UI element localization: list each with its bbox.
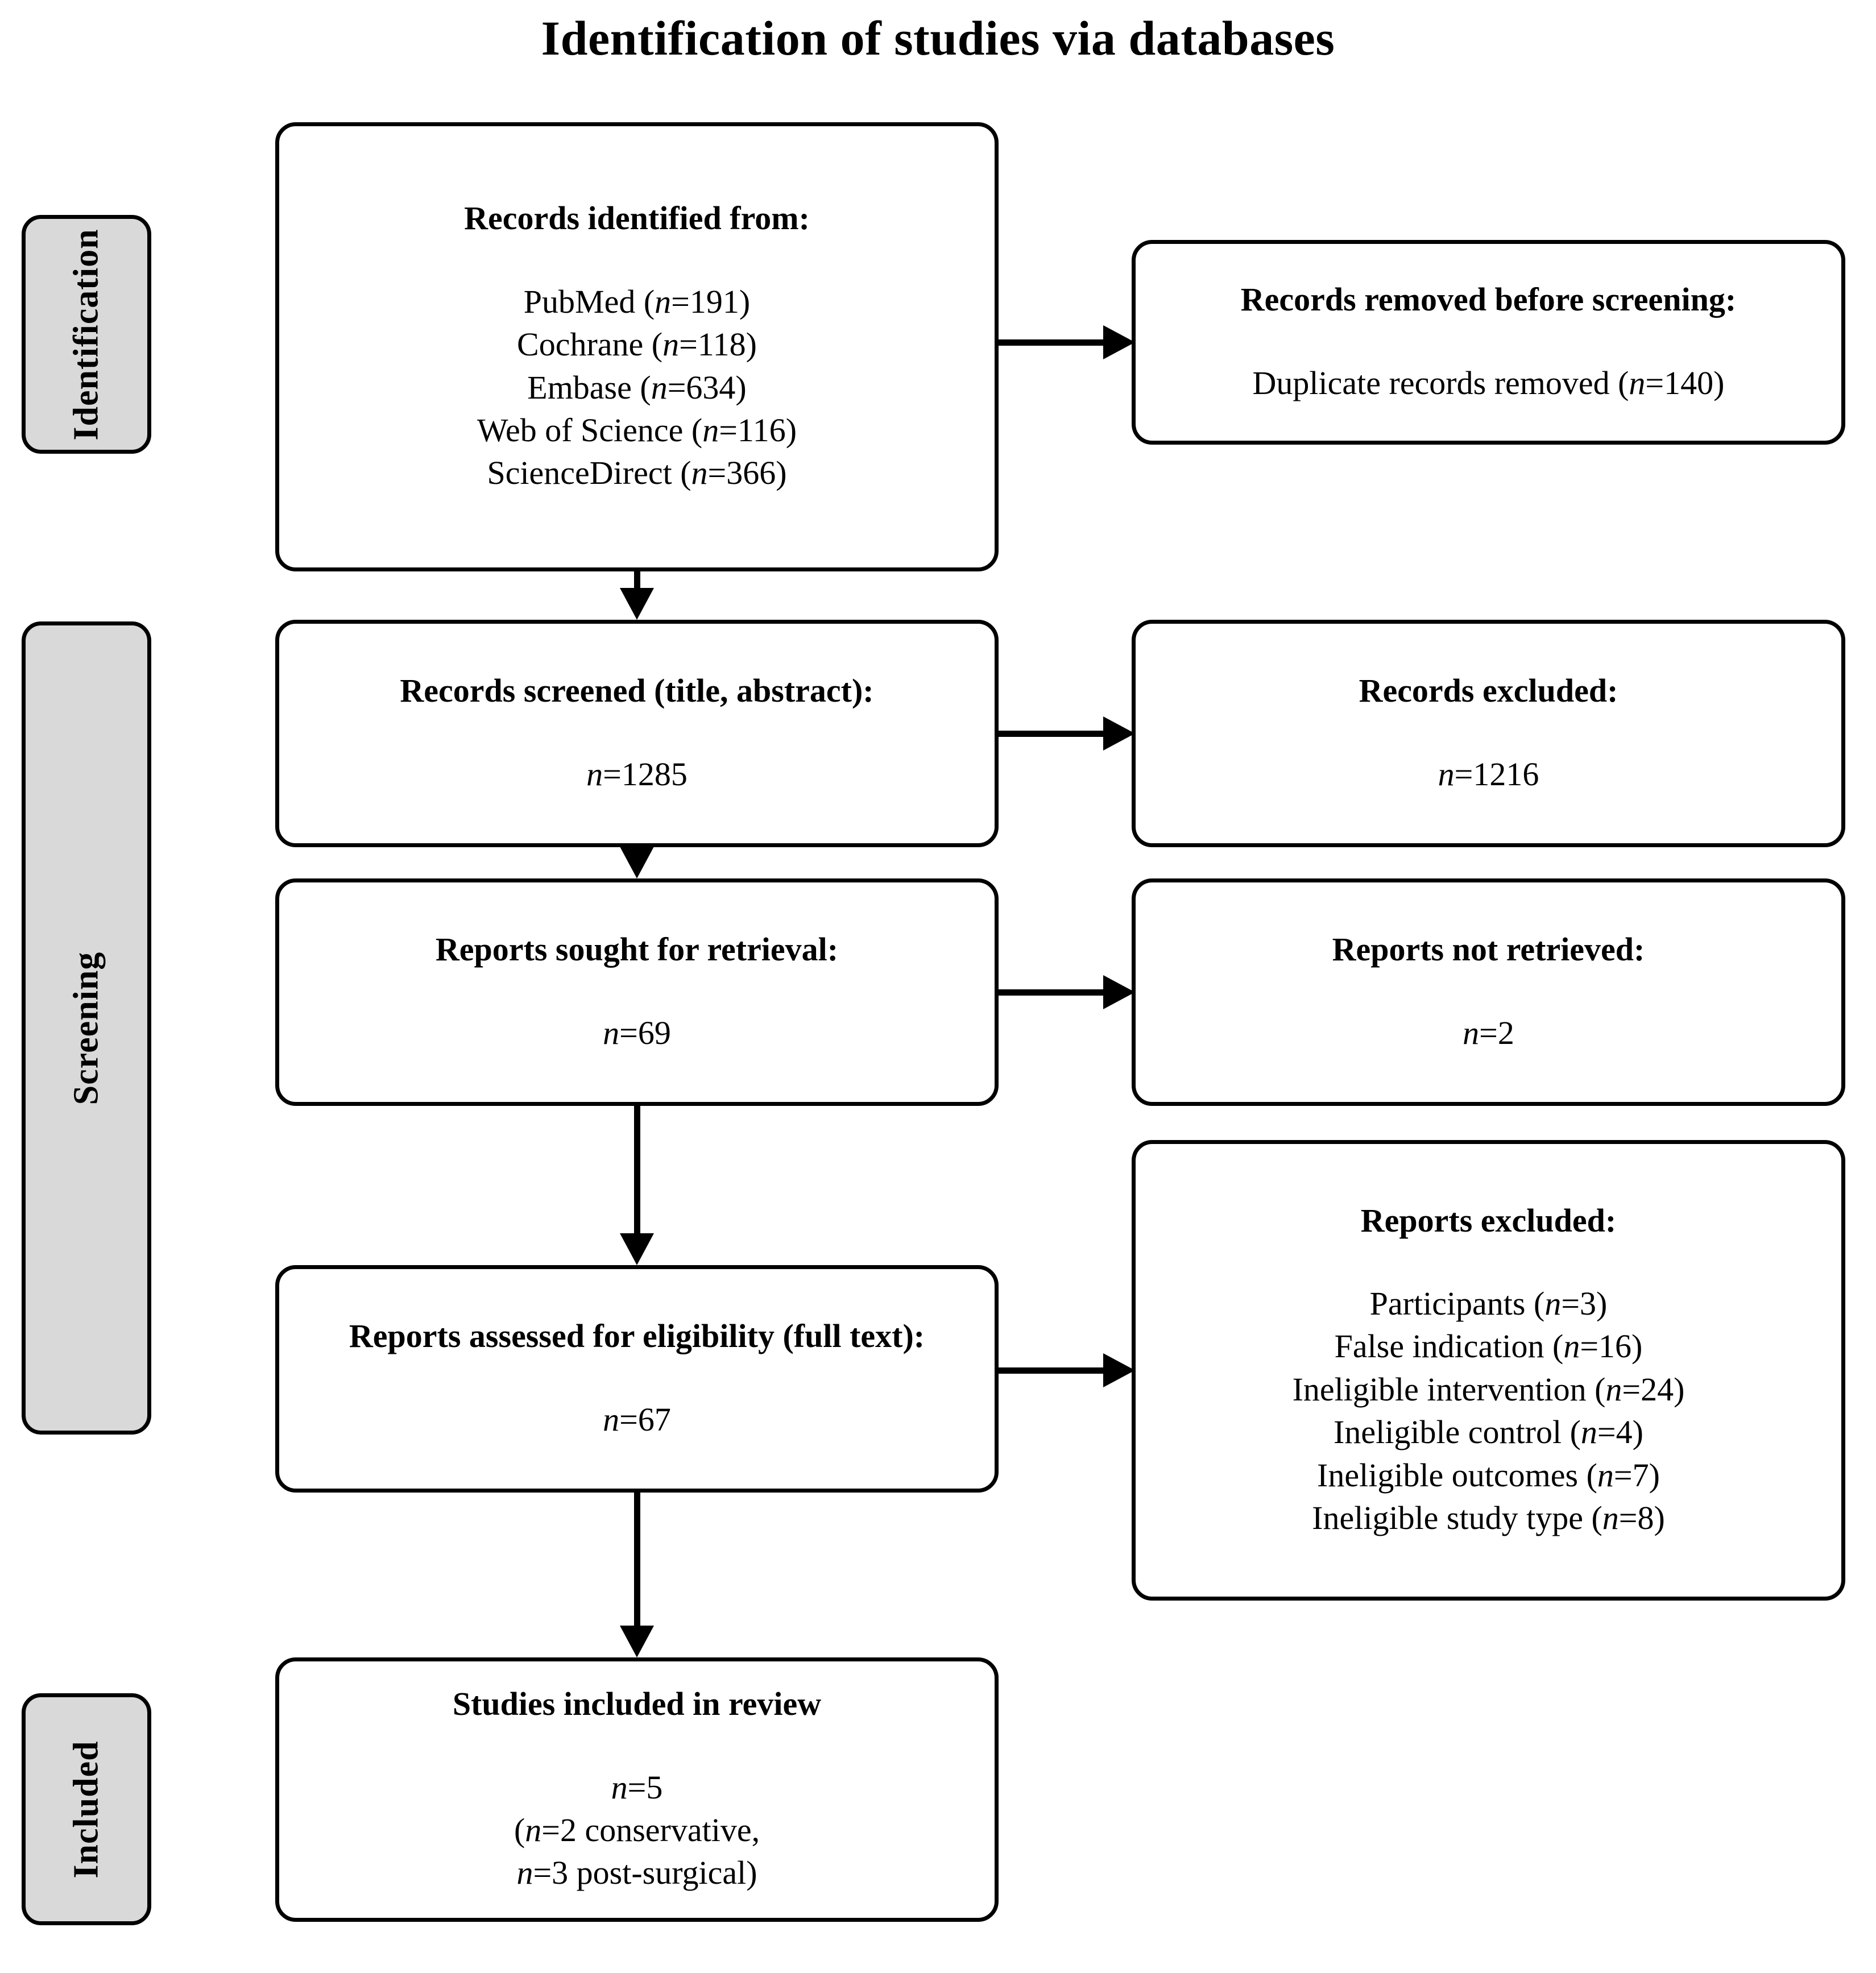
box-reports-assessed-for-eligibility: Reports assessed for eligibility (full t… — [275, 1265, 999, 1493]
arrow-shaft — [633, 571, 640, 588]
arrow-screened-to-records-excluded — [999, 716, 1135, 751]
arrow-sought-to-not-retrieved — [999, 975, 1135, 1009]
count-line: n=69 — [603, 1014, 671, 1051]
arrow-shaft — [999, 1367, 1104, 1374]
arrow-shaft — [633, 1106, 640, 1234]
arrow-head-down-icon — [620, 1626, 654, 1657]
box-heading: Reports assessed for eligibility (full t… — [349, 1317, 925, 1355]
arrow-identified-to-removed — [999, 325, 1135, 359]
stage-pill-identification: Identification — [22, 215, 151, 454]
count-line: n=1216 — [1438, 755, 1539, 793]
arrow-head-down-icon — [620, 847, 654, 878]
box-studies-included-in-review: Studies included in review n=5 (n=2 cons… — [275, 1657, 999, 1922]
page-title: Identification of studies via databases — [541, 11, 1335, 65]
box-heading: Records removed before screening: — [1240, 281, 1737, 318]
arrow-identified-to-screened — [620, 571, 654, 620]
reason-line-ineligible-outcomes: Ineligible outcomes (n=7) — [1317, 1456, 1660, 1494]
arrow-shaft — [999, 339, 1104, 346]
arrow-shaft — [999, 730, 1104, 737]
count-line-total: n=5 — [611, 1768, 663, 1806]
box-records-identified: Records identified from: PubMed (n=191) … — [275, 122, 999, 571]
count-line: n=1285 — [586, 755, 688, 793]
box-heading: Reports sought for retrieval: — [435, 931, 839, 968]
source-line-embase: Embase (n=634) — [527, 368, 747, 406]
arrow-head-down-icon — [620, 588, 654, 620]
source-line-pubmed: PubMed (n=191) — [523, 283, 751, 320]
count-line-conservative: (n=2 conservative, — [513, 1812, 760, 1849]
box-reports-sought-for-retrieval: Reports sought for retrieval: n=69 — [275, 878, 999, 1106]
reason-line-ineligible-control: Ineligible control (n=4) — [1334, 1414, 1643, 1451]
count-line: n=67 — [603, 1400, 671, 1438]
count-line-post-surgical: n=3 post-surgical) — [516, 1854, 757, 1892]
source-line-sciencedirect: ScienceDirect (n=366) — [487, 454, 787, 492]
arrow-shaft — [633, 1493, 640, 1626]
stage-label-identification: Identification — [67, 228, 106, 441]
arrow-head-right-icon — [1103, 325, 1135, 359]
stage-pill-screening: Screening — [22, 621, 151, 1435]
duplicate-records-line: Duplicate records removed (n=140) — [1252, 364, 1725, 401]
stage-label-screening: Screening — [67, 951, 106, 1105]
arrow-shaft — [999, 989, 1104, 996]
stage-label-included: Included — [67, 1740, 106, 1879]
box-heading: Reports not retrieved: — [1332, 931, 1645, 968]
box-heading: Records identified from: — [464, 200, 810, 237]
arrow-assessed-to-included — [620, 1493, 654, 1657]
box-heading: Records screened (title, abstract): — [400, 672, 874, 710]
box-heading: Reports excluded: — [1360, 1201, 1617, 1239]
count-line: n=2 — [1463, 1014, 1514, 1051]
box-reports-not-retrieved: Reports not retrieved: n=2 — [1132, 878, 1845, 1106]
arrow-sought-to-assessed — [620, 1106, 654, 1265]
box-heading: Studies included in review — [452, 1685, 822, 1723]
box-records-screened: Records screened (title, abstract): n=12… — [275, 620, 999, 847]
reason-line-ineligible-study-type: Ineligible study type (n=8) — [1312, 1499, 1665, 1536]
reason-line-participants: Participants (n=3) — [1369, 1285, 1608, 1323]
arrow-screened-to-sought — [620, 847, 654, 878]
arrow-head-right-icon — [1103, 716, 1135, 751]
arrow-assessed-to-reports-excluded — [999, 1353, 1135, 1387]
box-heading: Records excluded: — [1359, 672, 1618, 710]
arrow-head-right-icon — [1103, 1353, 1135, 1387]
box-records-removed-before-screening: Records removed before screening: Duplic… — [1132, 240, 1845, 445]
arrow-head-down-icon — [620, 1233, 654, 1265]
stage-pill-included: Included — [22, 1693, 151, 1925]
reason-line-false-indication: False indication (n=16) — [1334, 1328, 1643, 1365]
arrow-head-right-icon — [1103, 975, 1135, 1009]
box-reports-excluded: Reports excluded: Participants (n=3) Fal… — [1132, 1140, 1845, 1601]
source-line-web-of-science: Web of Science (n=116) — [477, 411, 797, 449]
reason-line-ineligible-intervention: Ineligible intervention (n=24) — [1292, 1370, 1685, 1408]
box-records-excluded: Records excluded: n=1216 — [1132, 620, 1845, 847]
source-line-cochrane: Cochrane (n=118) — [517, 326, 757, 363]
